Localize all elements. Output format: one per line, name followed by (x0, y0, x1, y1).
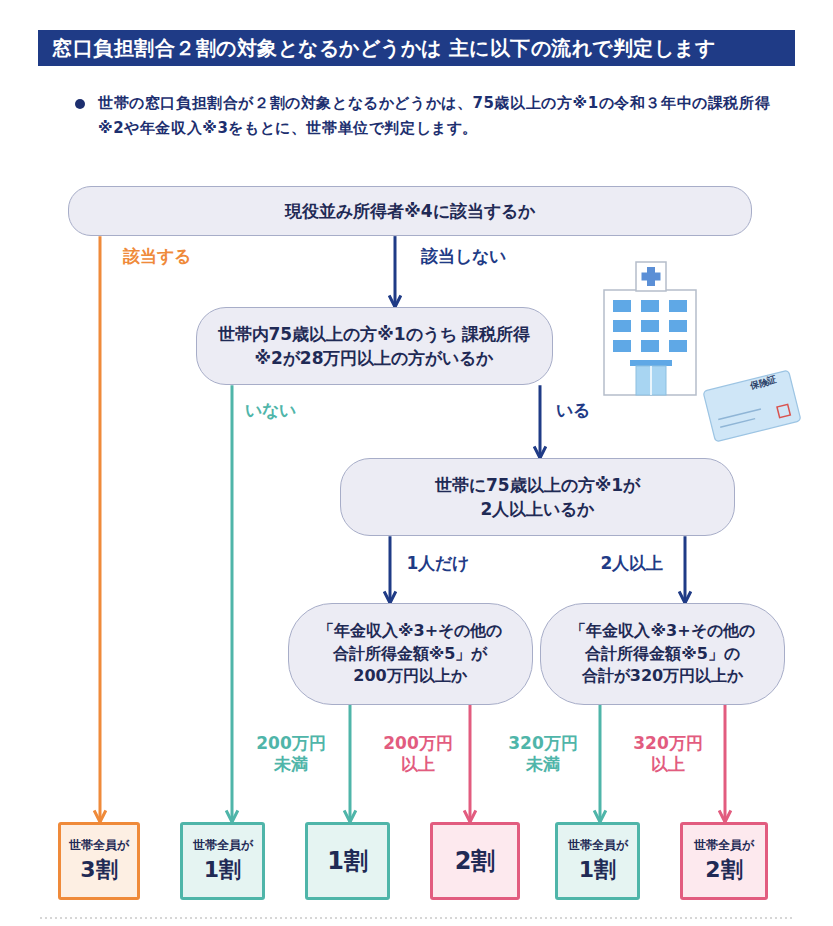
flow-arrow (724, 705, 727, 822)
flow-arrow (684, 536, 687, 603)
building-body (604, 290, 696, 395)
note-text: 世帯の窓口負担割合が２割の対象となるかどうかは、75歳以上の方※1の令和３年中の… (98, 91, 788, 141)
decision-box: 世帯内75歳以上の方※1のうち 課税所得※2が28万円以上の方がいるか (196, 307, 553, 385)
decision-box: 「年金収入※3+その他の 合計所得金額※5」が 200万円以上か (288, 603, 533, 705)
flow-arrow (469, 705, 472, 822)
window (641, 340, 659, 352)
window (669, 320, 687, 332)
window (669, 300, 687, 312)
bullet-dot (75, 99, 85, 109)
edge-label: 該当する (121, 246, 193, 267)
hospital-icon (604, 262, 696, 395)
flow-arrow (389, 536, 392, 603)
building-sign (636, 262, 666, 291)
decision-box: 世帯に75歳以上の方※1が 2人以上いるか (340, 458, 735, 536)
edge-label: 該当しない (419, 246, 508, 267)
flow-arrow (99, 236, 102, 822)
flow-arrow (349, 705, 352, 822)
card-body (703, 370, 801, 442)
decision-box: 「年金収入※3+その他の 合計所得金額※5」の 合計が320万円以上か (540, 603, 785, 705)
node-text: 世帯に75歳以上の方※1が 2人以上いるか (407, 473, 669, 521)
card-line (720, 419, 755, 428)
node-text: 世帯全員が (694, 837, 754, 854)
cross-bar (642, 273, 661, 281)
node-text: 1割 (204, 854, 241, 885)
card-line (718, 409, 761, 420)
decision-box: 現役並み所得者※4に該当するか (68, 186, 752, 236)
edge-label: いる (554, 400, 592, 421)
node-text: 現役並み所得者※4に該当するか (285, 199, 534, 223)
node-text: 世帯全員が (193, 837, 253, 854)
flow-arrow (394, 236, 397, 307)
card-stamp (777, 404, 790, 417)
node-text: 世帯全員が (568, 837, 628, 854)
flow-arrow (599, 705, 602, 822)
bottom-rule (40, 917, 795, 919)
node-text: 「年金収入※3+その他の 合計所得金額※5」が 200万円以上か (299, 620, 521, 688)
title-text: 窓口負担割合２割の対象となるかどうかは 主に以下の流れで判定します (38, 30, 795, 66)
edge-label: 320万円 以上 (631, 733, 705, 776)
window (641, 300, 659, 312)
node-text: 2割 (455, 844, 496, 878)
window (613, 320, 631, 332)
edge-label: 200万円 以上 (381, 733, 455, 776)
node-text: 世帯内75歳以上の方※1のうち 課税所得※2が28万円以上の方がいるか (213, 322, 535, 370)
window (613, 340, 631, 352)
window (613, 300, 631, 312)
edge-label: 200万円 未満 (254, 733, 328, 776)
edge-label: 1人だけ (405, 553, 472, 574)
flow-arrow (539, 385, 542, 458)
door (636, 366, 666, 395)
window (669, 340, 687, 352)
title-bar: 窓口負担割合２割の対象となるかどうかは 主に以下の流れで判定します (38, 30, 795, 66)
flow-arrow (231, 385, 234, 822)
window (641, 320, 659, 332)
result-box: 1割 (305, 822, 390, 900)
edge-label: 2人以上 (599, 553, 666, 574)
result-box: 世帯全員が3割 (58, 822, 140, 900)
node-text: 1割 (327, 844, 368, 878)
result-box: 世帯全員が1割 (555, 822, 640, 900)
node-text: 1割 (579, 854, 616, 885)
edge-label: いない (243, 400, 298, 421)
canopy (630, 360, 672, 366)
card-label: 保険証 (749, 374, 778, 391)
door-split (650, 366, 652, 395)
node-text: 3割 (80, 854, 117, 885)
edge-label: 320万円 未満 (506, 733, 580, 776)
result-box: 2割 (430, 822, 520, 900)
result-box: 世帯全員が2割 (680, 822, 768, 900)
node-text: 世帯全員が (69, 837, 129, 854)
node-text: 2割 (705, 854, 742, 885)
result-box: 世帯全員が1割 (180, 822, 265, 900)
insurance-card-icon (703, 370, 801, 442)
node-text: 「年金収入※3+その他の 合計所得金額※5」の 合計が320万円以上か (550, 620, 776, 688)
